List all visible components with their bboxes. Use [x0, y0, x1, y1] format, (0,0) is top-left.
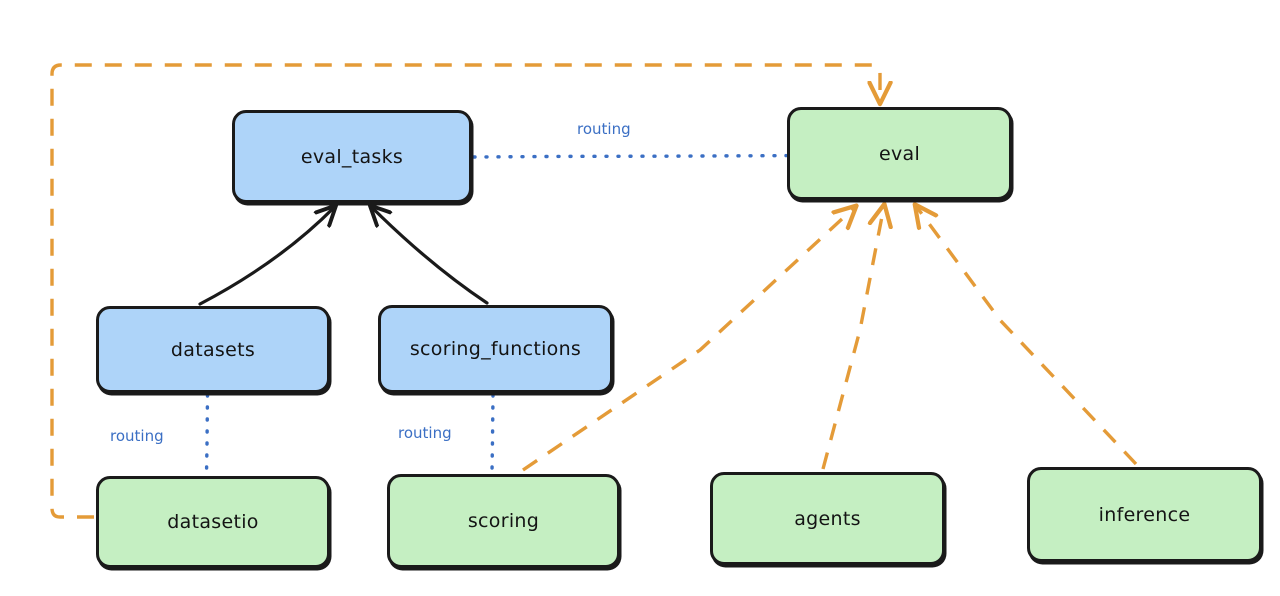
node-eval-tasks[interactable]: eval_tasks	[232, 110, 472, 203]
node-datasets[interactable]: datasets	[96, 306, 330, 393]
edge-datasets-to-datasetio	[204, 393, 210, 476]
node-label: scoring_functions	[409, 338, 582, 360]
node-label: scoring	[467, 510, 540, 532]
node-label: datasets	[170, 338, 256, 361]
edge-agents-to-eval	[821, 206, 884, 470]
node-label: datasetio	[167, 511, 259, 533]
edge-label-routing-eval-tasks-eval: routing	[577, 120, 631, 138]
edge-scoring_functions-to-eval_tasks	[372, 207, 489, 305]
node-label: agents	[794, 507, 861, 530]
node-scoring-functions[interactable]: scoring_functions	[378, 305, 613, 393]
edge-eval_tasks-to-eval	[472, 153, 788, 159]
node-label: inference	[1098, 503, 1191, 526]
edge-scoring_functions-to-scoring	[490, 393, 495, 474]
edge-label-routing-datasets-datasetio: routing	[110, 427, 164, 445]
node-datasetio[interactable]: datasetio	[96, 476, 330, 568]
edge-datasets-to-eval_tasks	[198, 207, 335, 306]
node-agents[interactable]: agents	[710, 472, 945, 565]
node-label: eval_tasks	[300, 145, 404, 168]
edge-label-routing-scoring-functions-scoring: routing	[398, 424, 452, 442]
node-scoring[interactable]: scoring	[387, 474, 620, 568]
node-label: eval	[878, 142, 921, 165]
edge-inference-to-eval	[916, 206, 1138, 466]
node-eval[interactable]: eval	[787, 107, 1012, 200]
node-inference[interactable]: inference	[1027, 467, 1262, 562]
